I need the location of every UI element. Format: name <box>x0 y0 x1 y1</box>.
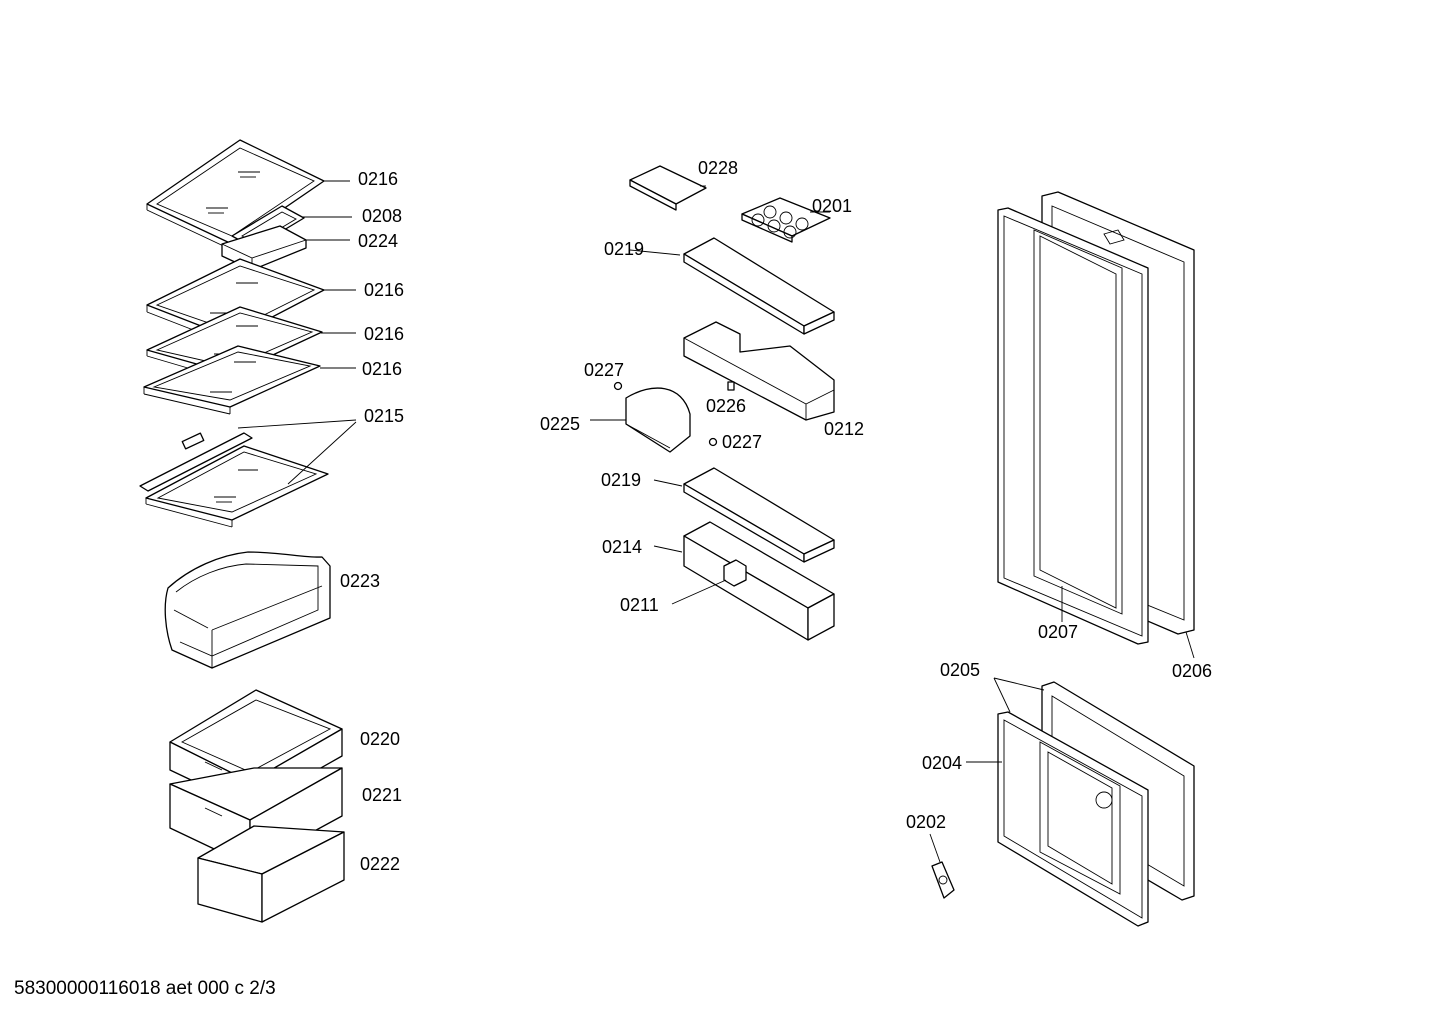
label-0227-a: 0227 <box>584 360 624 380</box>
door-gasket-0207 <box>997 207 1149 645</box>
label-0215: 0215 <box>364 406 404 426</box>
label-0226: 0226 <box>706 396 746 416</box>
shelf-with-rail-0215 <box>139 432 329 528</box>
glass-shelf-0216-4 <box>143 345 321 415</box>
leader-lines <box>237 180 1195 863</box>
label-0214: 0214 <box>602 537 642 557</box>
label-0205: 0205 <box>940 660 980 680</box>
label-0219-a: 0219 <box>604 239 644 259</box>
label-0223: 0223 <box>340 571 380 591</box>
door-bin-0212 <box>683 321 835 421</box>
drawing-reference-footer: 58300000116018 aet 000 c 2/3 <box>14 978 276 999</box>
screw-0226 <box>727 381 735 391</box>
part-labels: 0216 0208 0224 0216 0216 0216 0215 0223 … <box>340 158 1212 874</box>
label-0228: 0228 <box>698 158 738 178</box>
badge-0202 <box>931 861 955 899</box>
label-0221: 0221 <box>362 785 402 805</box>
label-0216-c: 0216 <box>364 324 404 344</box>
label-0216-d: 0216 <box>362 359 402 379</box>
label-0207: 0207 <box>1038 622 1078 642</box>
crisper-bin-0223 <box>164 551 331 669</box>
washer-0227-bottom <box>708 437 718 447</box>
drawer-0222 <box>197 825 345 923</box>
label-0204: 0204 <box>922 753 962 773</box>
label-0216-a: 0216 <box>358 169 398 189</box>
label-0201: 0201 <box>812 196 852 216</box>
label-0225: 0225 <box>540 414 580 434</box>
label-0216-b: 0216 <box>364 280 404 300</box>
label-0206: 0206 <box>1172 661 1212 681</box>
label-0219-b: 0219 <box>601 470 641 490</box>
washer-0227-top <box>613 381 623 391</box>
egg-tray-0201 <box>741 197 831 243</box>
label-0224: 0224 <box>358 231 398 251</box>
label-0208: 0208 <box>362 206 402 226</box>
label-0202: 0202 <box>906 812 946 832</box>
ice-tray-0228 <box>629 165 707 211</box>
door-bin-0219-bottom <box>683 467 835 563</box>
door-bin-0214 <box>683 521 835 641</box>
door-bin-0219-top <box>683 237 835 335</box>
label-0220: 0220 <box>360 729 400 749</box>
divider-0211 <box>723 559 747 587</box>
label-0211: 0211 <box>620 595 659 615</box>
label-0222: 0222 <box>360 854 400 874</box>
flap-0225 <box>625 387 691 453</box>
freezer-gasket-0204 <box>997 711 1149 927</box>
label-0212: 0212 <box>824 419 864 439</box>
label-0227-b: 0227 <box>722 432 762 452</box>
